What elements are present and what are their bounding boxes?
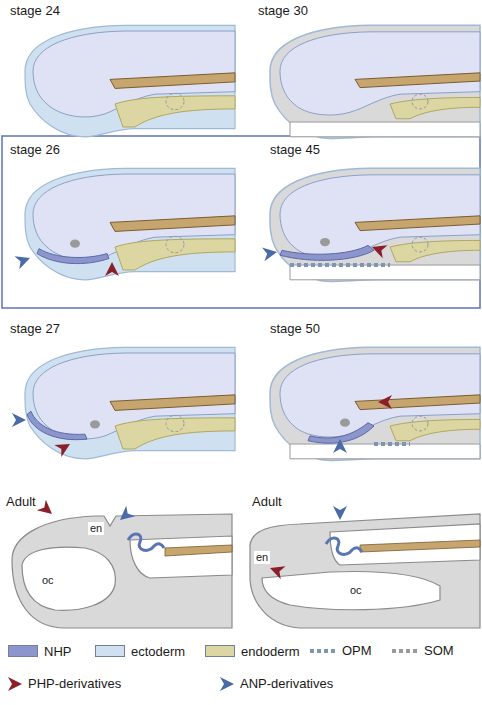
stage-label: stage 26 xyxy=(8,142,62,157)
legend-swatch xyxy=(205,645,235,657)
legend-text: NHP xyxy=(42,644,73,659)
som-sample xyxy=(392,649,417,653)
panel-label: Adult xyxy=(4,494,38,509)
stage-label: stage 27 xyxy=(8,321,62,336)
legend-text: PHP-derivatives xyxy=(26,676,123,691)
stage-label: stage 50 xyxy=(268,321,322,336)
panel-label: Adult xyxy=(250,494,284,509)
region-label: en xyxy=(88,522,104,535)
region-label: en xyxy=(254,551,270,564)
opm-sample xyxy=(310,649,335,653)
stage-label: stage 24 xyxy=(8,3,62,18)
legend-text: ectoderm xyxy=(129,644,187,659)
region-label: oc xyxy=(40,574,56,587)
legend-swatch xyxy=(95,645,125,657)
legend-text: SOM xyxy=(422,643,456,658)
region-label: oc xyxy=(348,584,364,597)
legend-text: ANP-derivatives xyxy=(238,676,335,691)
stage-label: stage 45 xyxy=(268,142,322,157)
legend-text: endoderm xyxy=(239,644,302,659)
legend-text: OPM xyxy=(340,643,374,658)
php-sample xyxy=(8,677,22,691)
anp-sample xyxy=(220,677,234,691)
legend-swatch xyxy=(8,645,38,657)
stage-label: stage 30 xyxy=(256,3,310,18)
